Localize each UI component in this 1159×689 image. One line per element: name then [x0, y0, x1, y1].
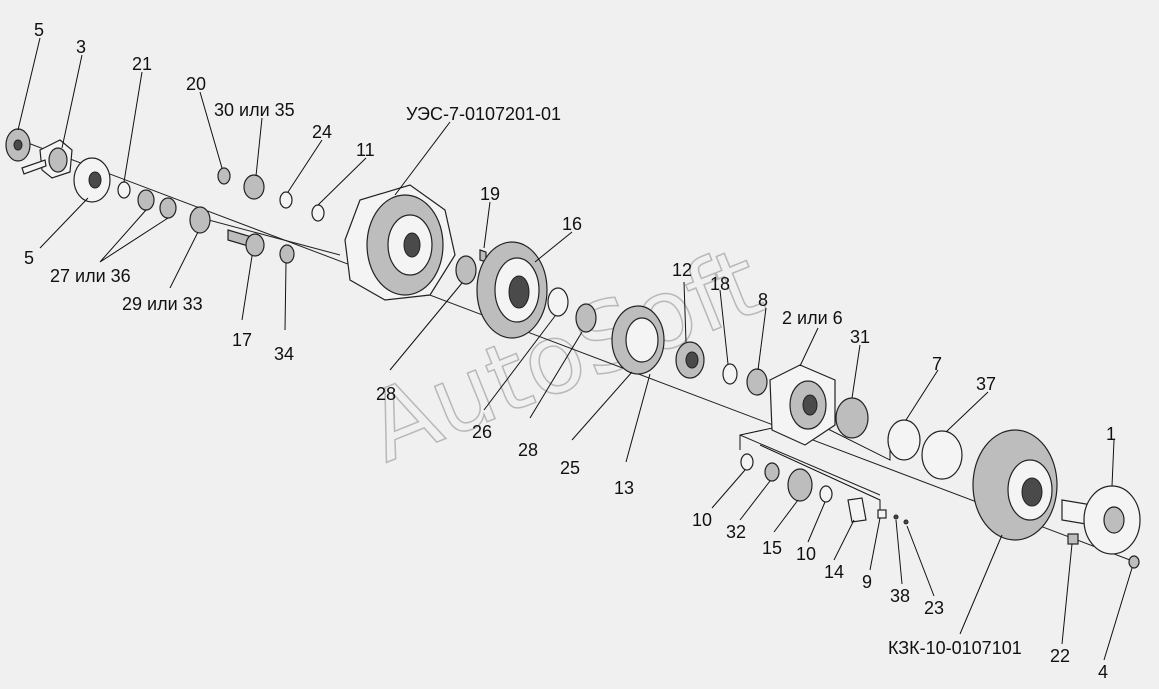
label-25: 25 [560, 458, 580, 478]
label-13: 13 [614, 478, 634, 498]
label-20: 20 [186, 74, 206, 94]
label-32: 32 [726, 522, 746, 542]
part-30-bearing [243, 174, 265, 200]
label-31: 31 [850, 327, 870, 347]
label-34: 34 [274, 344, 294, 364]
callout-labels: 5 3 21 20 30 или 35 24 11 УЭС-7-0107201-… [24, 20, 1116, 682]
label-29-or-33: 29 или 33 [122, 294, 203, 314]
part-34-bearing [279, 244, 295, 264]
part-27-bearing-2 [159, 197, 177, 219]
label-10-right: 10 [796, 544, 816, 564]
part-15-satellite-gear [787, 468, 813, 502]
part-28-seal [455, 255, 477, 285]
part-24-ring [279, 191, 293, 209]
label-23: 23 [924, 598, 944, 618]
label-26: 26 [472, 422, 492, 442]
part-23-pin [903, 519, 909, 525]
label-16: 16 [562, 214, 582, 234]
part-11-ring [311, 204, 325, 222]
label-19: 19 [480, 184, 500, 204]
part-ues-housing [344, 184, 456, 301]
part-27-bearing [137, 189, 155, 211]
part-31-bearing [835, 397, 869, 439]
part-22-bolt [1067, 533, 1079, 545]
label-28-right: 28 [518, 440, 538, 460]
part-5-washer-left [5, 128, 31, 162]
label-5-bottom: 5 [24, 248, 34, 268]
label-21: 21 [132, 54, 152, 74]
part-7-ring [887, 419, 921, 461]
label-5-top: 5 [34, 20, 44, 40]
part-4-nut [1128, 555, 1140, 569]
label-1: 1 [1106, 424, 1116, 444]
part-9-plate [877, 509, 887, 519]
label-7: 7 [932, 354, 942, 374]
part-28-seal-2 [575, 303, 597, 333]
label-2-or-6: 2 или 6 [782, 308, 843, 328]
shaft-axis [189, 214, 341, 256]
leader-lines [17, 37, 1133, 661]
part-18-ring [722, 363, 738, 385]
label-38: 38 [890, 586, 910, 606]
label-kzk-assembly: КЗК-10-0107101 [888, 638, 1022, 658]
part-37-ring [921, 430, 963, 480]
part-14-axle [847, 497, 867, 523]
satellite-axis [739, 434, 881, 496]
part-38-pin [893, 514, 899, 520]
part-8-bearing [746, 368, 768, 396]
part-10-washer-2 [819, 485, 833, 503]
label-10-left: 10 [692, 510, 712, 530]
label-17: 17 [232, 330, 252, 350]
label-15: 15 [762, 538, 782, 558]
part-20-cap [217, 167, 231, 185]
part-10-washer [740, 453, 754, 471]
label-30-or-35: 30 или 35 [214, 100, 295, 120]
label-18: 18 [710, 274, 730, 294]
part-29-bearing [189, 206, 211, 234]
label-12: 12 [672, 260, 692, 280]
label-3: 3 [76, 37, 86, 57]
part-25-bearing [611, 305, 665, 375]
label-8: 8 [758, 290, 768, 310]
part-2-carrier [769, 364, 836, 446]
label-ues-assembly: УЭС-7-0107201-01 [406, 104, 561, 124]
part-12-spline-hub [675, 341, 705, 379]
label-37: 37 [976, 374, 996, 394]
part-3-flange [21, 139, 73, 179]
label-4: 4 [1098, 662, 1108, 682]
part-17-shaft [227, 229, 265, 257]
part-32-bearing [764, 462, 780, 482]
label-22: 22 [1050, 646, 1070, 666]
label-9: 9 [862, 572, 872, 592]
assembly-axis [19, 139, 1131, 561]
label-14: 14 [824, 562, 844, 582]
part-5-washer-right [73, 157, 111, 203]
part-kzk-housing [972, 429, 1058, 541]
part-1-flange-shaft [1061, 485, 1141, 555]
part-21-ring [117, 181, 131, 199]
part-16-gear [476, 241, 548, 339]
label-28-left: 28 [376, 384, 396, 404]
label-11: 11 [356, 140, 375, 160]
part-26-ring [547, 287, 569, 317]
label-27-or-36: 27 или 36 [50, 266, 131, 286]
label-24: 24 [312, 122, 332, 142]
